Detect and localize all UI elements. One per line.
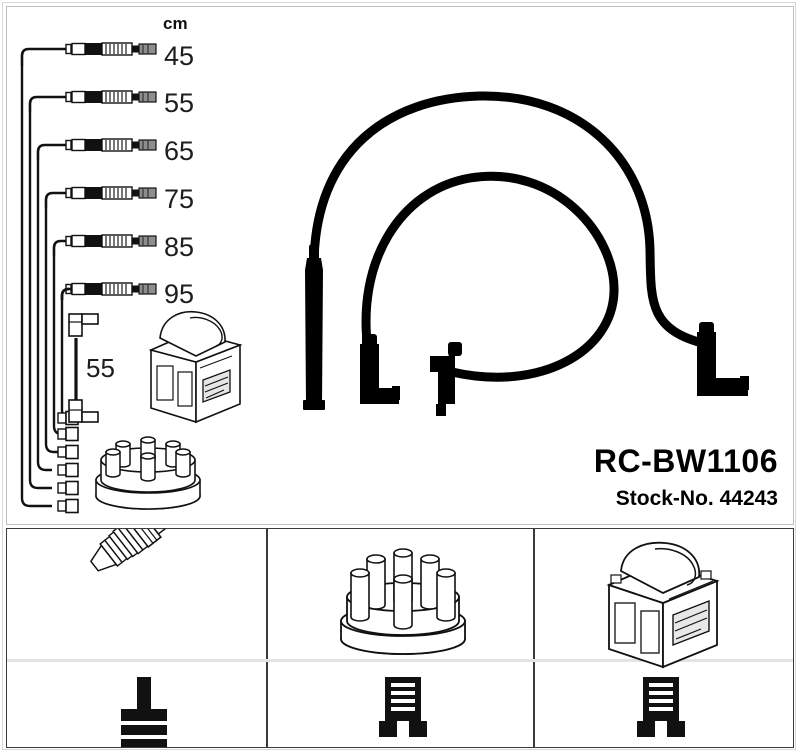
scale-label-65: 65 (164, 136, 195, 166)
distributor-cap-icon (340, 548, 466, 655)
legend-artwork (89, 529, 720, 747)
scale-label-95: 95 (164, 279, 195, 309)
spark-plug-icon (89, 529, 173, 572)
legend-divider-1 (266, 529, 268, 747)
legend-row-divider (7, 659, 793, 662)
ignition-coil-icon (606, 541, 720, 669)
part-number: RC-BW1106 (593, 443, 778, 479)
spark-plug-terminal-icon (121, 677, 167, 747)
stock-number: Stock-No. 44243 (615, 487, 778, 510)
scale-label-45: 45 (164, 41, 195, 71)
scale-label-75: 75 (164, 184, 195, 214)
coil-terminal-icon (637, 677, 685, 737)
scale-unit-label: cm (163, 14, 188, 33)
scale-label-85: 85 (164, 232, 195, 262)
legend-divider-2 (533, 529, 535, 747)
distributor-terminal-icon (379, 677, 427, 737)
scale-label-55: 55 (164, 88, 195, 118)
main-diagram-panel (6, 6, 794, 525)
coil-lead-length-label: 55 (86, 353, 115, 383)
legend-strip (6, 528, 794, 748)
